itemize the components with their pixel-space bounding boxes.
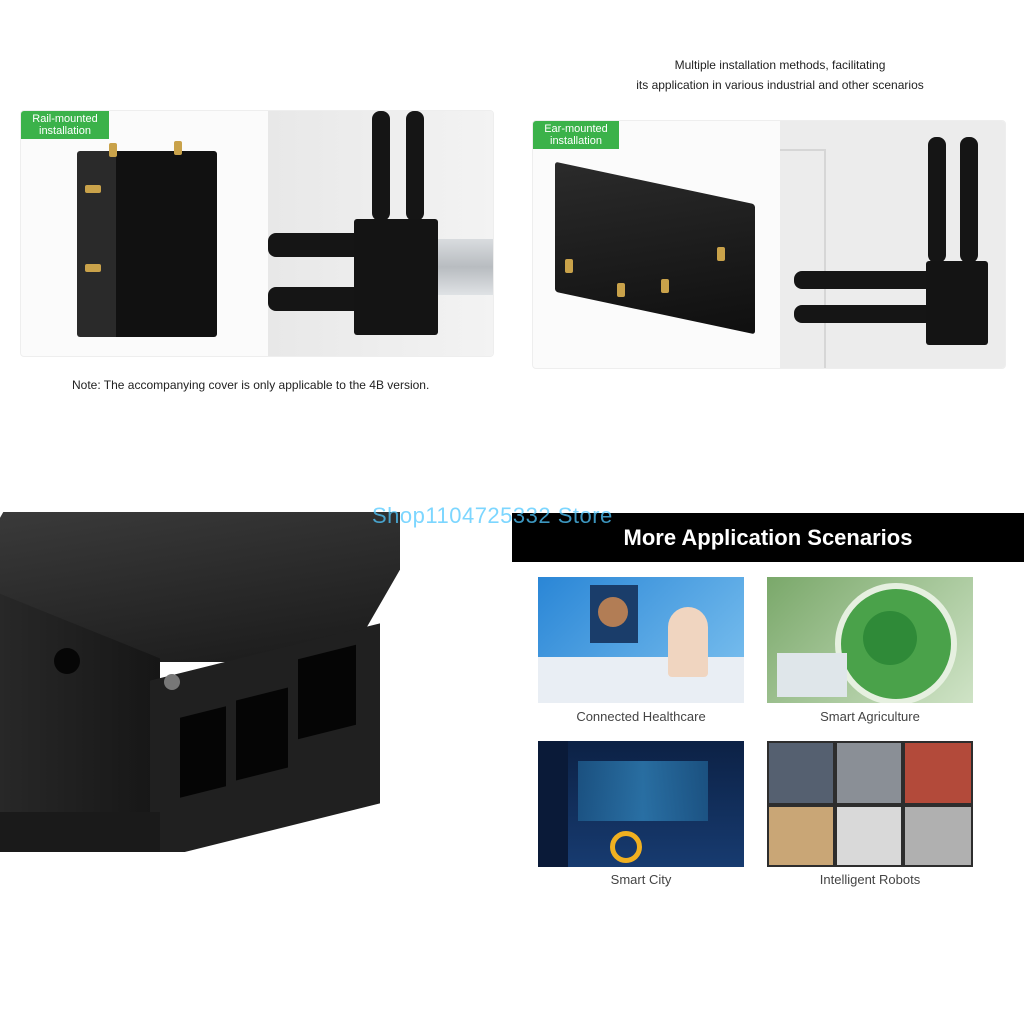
scenarios-banner: More Application Scenarios: [512, 513, 1024, 562]
rail-mounted-badge: Rail-mounted installation: [21, 111, 109, 139]
rail-mount-photo: [268, 111, 493, 356]
scenarios-title: More Application Scenarios: [623, 524, 913, 550]
ear-badge-line1: Ear-mounted: [544, 123, 608, 135]
smart-agriculture-image: [767, 577, 973, 703]
installation-heading: Multiple installation methods, facilitat…: [600, 58, 960, 92]
smart-city-image: [538, 741, 744, 867]
rail-mounted-panel: Rail-mounted installation: [20, 110, 494, 357]
ear-mounted-panel: Ear-mounted installation: [532, 120, 1006, 369]
connected-healthcare-image: [538, 577, 744, 703]
connected-healthcare-label: Connected Healthcare: [576, 709, 706, 724]
smart-city-label: Smart City: [610, 872, 672, 887]
ear-badge-line2: installation: [550, 135, 602, 147]
rail-badge-line1: Rail-mounted: [32, 113, 98, 125]
intelligent-robots-image: [767, 741, 973, 867]
cover-note: Note: The accompanying cover is only app…: [72, 378, 430, 392]
installation-heading-line1: Multiple installation methods, facilitat…: [674, 58, 886, 72]
store-watermark: Shop1104725332 Store: [372, 503, 613, 528]
case-closeup-photo: [0, 512, 400, 852]
smart-agriculture-label: Smart Agriculture: [820, 709, 920, 724]
intelligent-robots-label: Intelligent Robots: [819, 872, 921, 887]
installation-heading-line2: its application in various industrial an…: [636, 78, 924, 92]
ear-mounted-badge: Ear-mounted installation: [533, 121, 619, 149]
ear-mount-photo: [780, 121, 1005, 368]
rail-badge-line2: installation: [39, 125, 91, 137]
